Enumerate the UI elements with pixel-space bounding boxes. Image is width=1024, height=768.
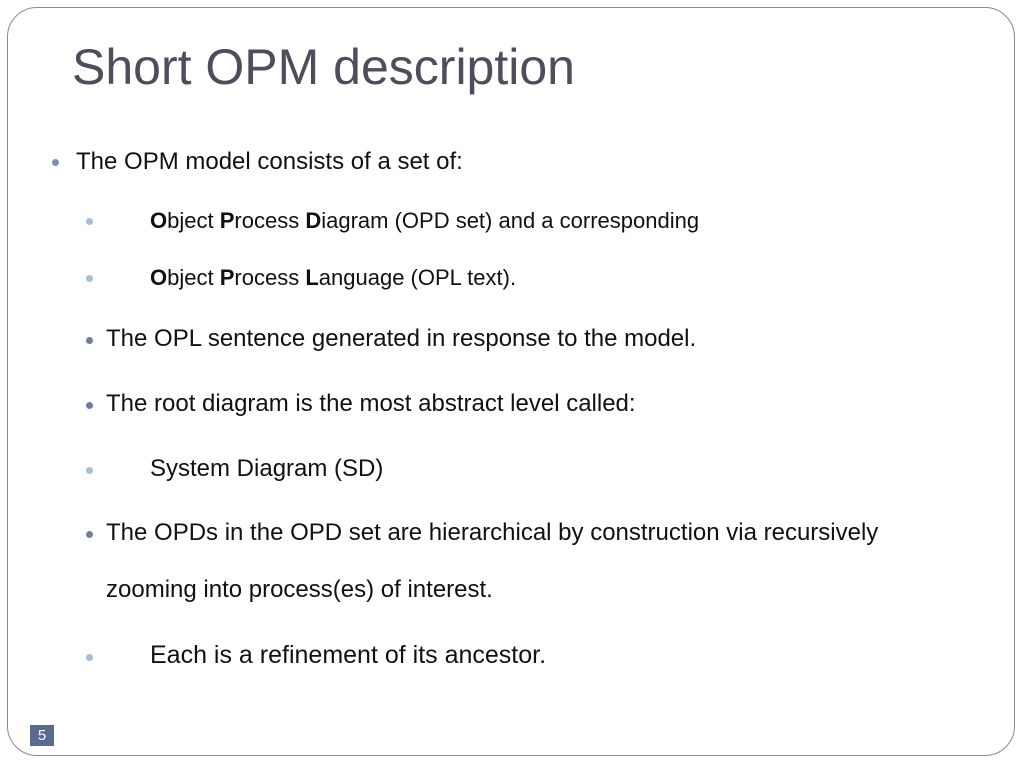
bullet-icon	[86, 402, 93, 409]
bullet-text-opl: Object Process Language (OPL text).	[150, 265, 516, 291]
bullet-text-opds-hierarchical-cont: zooming into process(es) of interest.	[106, 576, 493, 603]
bullet-icon	[86, 275, 93, 282]
bullet-icon	[86, 467, 93, 474]
page-title: Short OPM description	[72, 39, 575, 95]
bullet-icon	[86, 531, 93, 538]
text-segment: bject	[167, 265, 220, 290]
bullet-text-system-diagram: System Diagram (SD)	[150, 455, 384, 482]
bold-letter: P	[219, 265, 235, 290]
bullet-icon	[86, 218, 93, 225]
text-segment: rocess	[234, 208, 306, 233]
text-segment: iagram (OPD set) and a corresponding	[321, 208, 700, 233]
bullet-text-opl-sentence: The OPL sentence generated in response t…	[106, 325, 697, 352]
bullet-icon	[86, 337, 93, 344]
bold-letter: O	[150, 208, 168, 233]
bold-letter: D	[305, 208, 322, 233]
text-segment: anguage (OPL text).	[318, 265, 517, 290]
slide-frame	[7, 7, 1015, 756]
bullet-icon	[86, 654, 93, 661]
bullet-text-refinement: Each is a refinement of its ancestor.	[150, 641, 547, 669]
bullet-icon	[52, 159, 59, 166]
bullet-text-opds-hierarchical: The OPDs in the OPD set are hierarchical…	[106, 519, 879, 546]
slide-number: 5	[30, 725, 54, 746]
bullet-text-opd: Object Process Diagram (OPD set) and a c…	[150, 208, 699, 234]
bold-letter: P	[219, 208, 235, 233]
bold-letter: O	[150, 265, 168, 290]
bullet-text-opm-model: The OPM model consists of a set of:	[76, 148, 463, 175]
bullet-text-root-diagram: The root diagram is the most abstract le…	[106, 390, 636, 417]
text-segment: rocess	[234, 265, 306, 290]
text-segment: bject	[167, 208, 220, 233]
bold-letter: L	[305, 265, 319, 290]
